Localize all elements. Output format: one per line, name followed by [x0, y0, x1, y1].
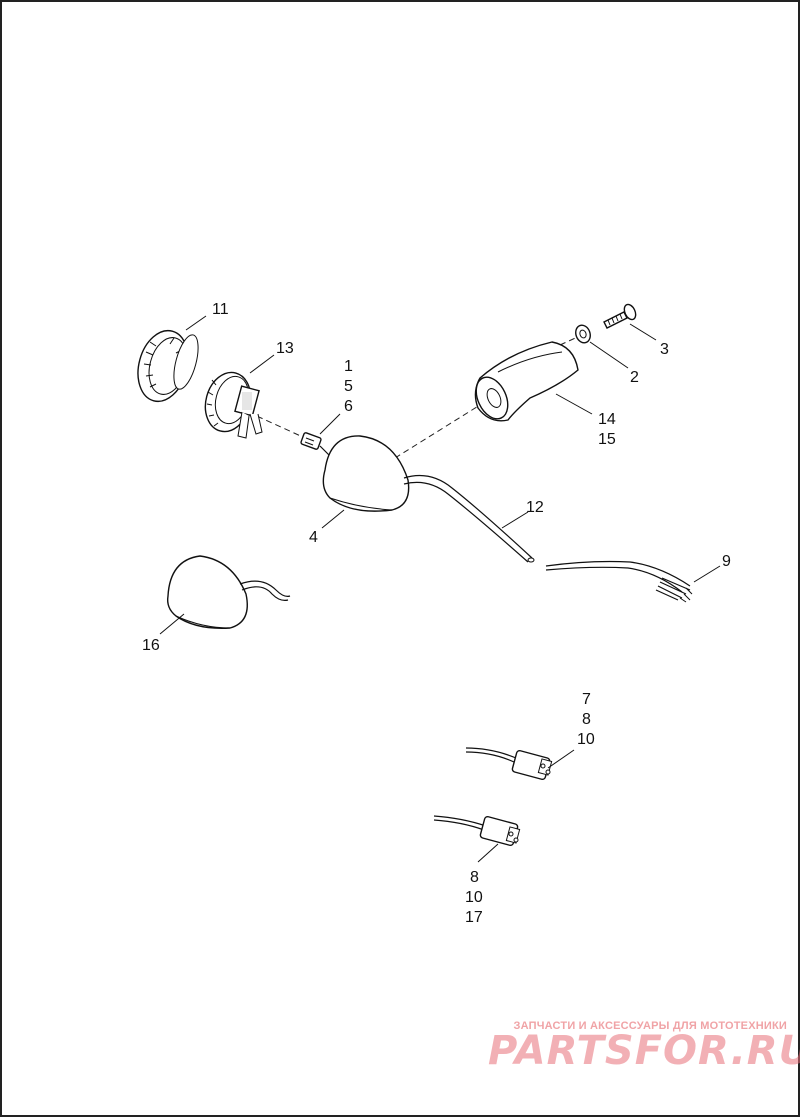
- part-12-wire-end: [527, 557, 535, 563]
- callout-7: 7: [582, 691, 591, 708]
- leader-8-10-17: [477, 843, 499, 863]
- part-16-alternate-lamp: [166, 555, 291, 629]
- part-13-lamp-insert: [204, 371, 263, 439]
- part-4-lamp-housing: [322, 435, 533, 563]
- part-14-15-mount-bracket: [474, 341, 579, 422]
- callout-10-top: 10: [577, 731, 595, 748]
- leader-1-5-6: [319, 413, 341, 435]
- watermark-brand: PARTSFOR.RU: [488, 1028, 800, 1074]
- callout-11: 11: [212, 301, 229, 318]
- callout-17: 17: [465, 909, 483, 926]
- callout-10-bottom: 10: [465, 889, 483, 906]
- leader-7-8-10: [547, 749, 575, 769]
- part-11-trim-ring: [137, 329, 199, 403]
- leader-4: [321, 509, 345, 529]
- callout-14: 14: [598, 411, 616, 428]
- leader-11: [185, 315, 207, 331]
- callout-3: 3: [660, 341, 669, 358]
- assembly-line-right: [394, 404, 481, 459]
- callout-4: 4: [309, 529, 318, 546]
- leader-14-15: [555, 393, 593, 415]
- callout-13: 13: [276, 340, 294, 357]
- leader-16: [159, 613, 185, 635]
- part-3-screw: [603, 303, 637, 329]
- callout-2: 2: [630, 369, 639, 386]
- callout-8-top: 8: [582, 711, 591, 728]
- watermark-caption: ЗАПЧАСТИ И АКСЕССУАРЫ ДЛЯ МОТОТЕХНИКИ: [513, 1020, 787, 1032]
- part-2-washer: [575, 324, 591, 344]
- part-7-8-10-connector: [465, 747, 553, 781]
- callout-6: 6: [344, 398, 353, 415]
- callout-8-bottom: 8: [470, 869, 479, 886]
- callout-15: 15: [598, 431, 616, 448]
- part-1-5-6-connector: [300, 432, 331, 457]
- leader-3: [629, 323, 657, 341]
- callout-1: 1: [344, 358, 353, 375]
- leader-2: [589, 341, 629, 369]
- callout-9: 9: [722, 553, 731, 570]
- leader-12: [501, 511, 529, 529]
- leader-9: [693, 565, 721, 583]
- part-8-10-17-connector: [433, 815, 521, 847]
- callout-16: 16: [142, 637, 160, 654]
- part-9-wire-harness: [545, 560, 693, 603]
- callout-12: 12: [526, 499, 544, 516]
- leader-13: [249, 354, 275, 374]
- callout-5: 5: [344, 378, 353, 395]
